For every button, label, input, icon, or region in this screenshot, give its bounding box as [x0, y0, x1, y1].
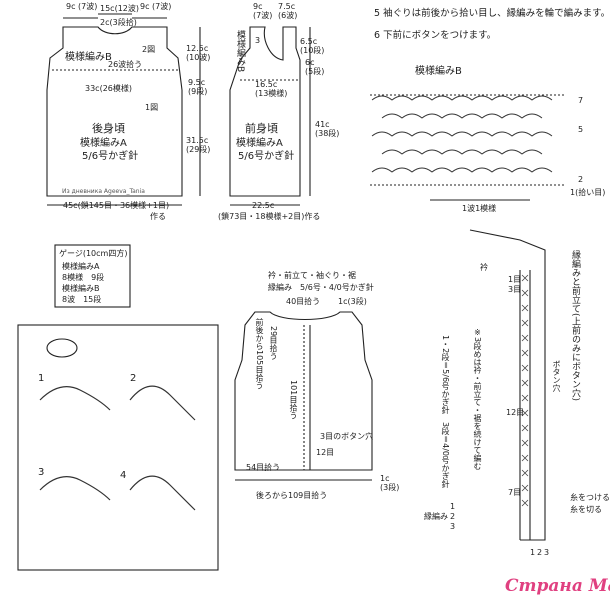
front-width-16-5: 16.5c (13模様)	[255, 80, 288, 98]
back-top-right: 9c (7波)	[140, 2, 172, 11]
edging-row-1: 1	[450, 502, 456, 511]
edging-note: ※3段めは衿・前立て・裾を続けて編む	[473, 328, 482, 471]
back-body-outline	[46, 26, 183, 197]
edging-hooks: 1・2段＝5/6号かぎ針 3段＝4/0号かぎ針	[441, 335, 450, 489]
edging-label-12: 12目	[506, 408, 525, 417]
gauge-row-2: 8模様 9段	[62, 273, 105, 282]
front-bottom: 22.5c	[252, 201, 275, 210]
back-top-left: 9c (7波)	[66, 2, 98, 11]
back-rows-26: 26波拾う	[108, 60, 143, 69]
gauge-box	[54, 244, 131, 308]
back-hook: 5/6号かぎ針	[82, 151, 139, 162]
front-mark-3: 3	[255, 36, 261, 45]
back-marker-1: 1図	[145, 103, 159, 112]
finger-sketches	[39, 385, 196, 511]
back-pattern-a: 模様編みA	[80, 138, 127, 149]
assembly-sleeve-left: 54目拾う	[246, 463, 281, 472]
back-side-12-5: 12.5c (10波)	[186, 44, 211, 62]
source-credit: Из дневника Ageeva_Tania	[62, 188, 145, 195]
edging-col-3: 3	[544, 548, 550, 557]
assembly-title-1: 衿・前立て・袖ぐり・裾	[268, 271, 356, 280]
finger-step-2: 2	[130, 373, 137, 384]
edging-buttonhole: ボタン穴	[552, 360, 561, 392]
pattern-b-row-7: 7	[578, 96, 584, 105]
pattern-b-row-5: 5	[578, 125, 584, 134]
edging-label-7: 7目	[508, 488, 522, 497]
front-pattern-b: 模様編みB	[235, 30, 245, 73]
watermark: Страна Мам	[505, 576, 610, 596]
edging-row-2: 2	[450, 512, 456, 521]
back-neck-pickup: 2c(3段拾)	[100, 18, 137, 27]
back-bottom-2: 作る	[150, 212, 166, 221]
edging-chart-outline	[469, 229, 546, 541]
pattern-b-row-1: 1(拾い目)	[570, 188, 606, 197]
front-top-right: 7.5c (6波)	[278, 2, 298, 20]
assembly-left-v2: 29目拾う	[269, 326, 278, 361]
front-right-6-5: 6.5c (10段)	[300, 37, 325, 55]
pattern-b-repeat: 1波1模様	[462, 204, 497, 213]
finger-step-1: 1	[38, 373, 45, 384]
finger-step-3: 3	[38, 467, 45, 478]
front-hook: 5/6号かぎ針	[238, 151, 295, 162]
edging-crosses	[521, 274, 529, 507]
front-side-41: 41c (38段)	[315, 120, 340, 138]
back-side-9-5: 9.5c (9段)	[188, 78, 208, 96]
front-title: 前身頃	[245, 122, 278, 135]
assembly-neck-pick: 40目拾う	[286, 297, 321, 306]
edging-col-2: 2	[537, 548, 543, 557]
assembly-neck-edge: 1c(3段)	[338, 297, 367, 306]
edging-border: 縁編み	[424, 512, 448, 521]
edging-title: 縁編みと前立て(上前のみにボタン穴)	[570, 250, 580, 402]
front-pattern-a: 模様編みA	[236, 138, 283, 149]
edging-collar-label: 衿	[480, 263, 488, 272]
gauge-row-1: 模様編みA	[62, 262, 100, 271]
front-bottom-2: (鎖73目・18模様+2目)作る	[218, 212, 321, 221]
edging-label-3: 3目	[508, 285, 522, 294]
back-marker-2: 2図	[142, 45, 156, 54]
gauge-title: ゲージ(10cm四方)	[59, 249, 128, 258]
finger-step-4: 4	[120, 470, 127, 481]
assembly-buttonhole: 3目のボタン穴	[320, 432, 374, 441]
assembly-left-v1: 前後から105目拾う	[255, 318, 264, 390]
edging-label-1: 1目	[508, 275, 522, 284]
back-pattern-b: 模様編みB	[65, 52, 112, 63]
back-top-center: 15c(12波)	[100, 4, 139, 13]
edging-thread-1: 糸をつける	[570, 493, 610, 502]
edging-row-3: 3	[450, 522, 456, 531]
instruction-5: 5 袖ぐりは前後から拾い目し、縁編みを輪で編みます。	[374, 8, 610, 19]
pattern-b-arcs	[371, 95, 553, 173]
back-bottom: 45c(鎖145目・36模様+1目)	[63, 201, 170, 210]
gauge-row-3: 模様編みB	[62, 284, 100, 293]
edging-col-1: 1	[530, 548, 536, 557]
assembly-bottom-edge: 1c (3段)	[380, 474, 400, 492]
finger-steps-box	[17, 324, 219, 571]
front-top-left: 9c (7波)	[253, 2, 273, 20]
gauge-row-4: 8波 15段	[62, 295, 102, 304]
assembly-right-12: 12目	[316, 448, 335, 457]
front-body-outline	[229, 26, 301, 197]
pattern-b-row-2: 2	[578, 175, 584, 184]
assembly-bottom-pick: 後ろから109目拾う	[256, 491, 328, 500]
back-title: 後身頃	[92, 122, 125, 135]
front-right-6: 6c (5段)	[305, 58, 325, 76]
back-width-33: 33c(26模様)	[85, 84, 132, 93]
back-side-31-5: 31.5c (29段)	[186, 136, 211, 154]
edging-thread-2: 糸を切る	[570, 505, 602, 514]
instruction-6: 6 下前にボタンをつけます。	[374, 30, 497, 41]
assembly-center-v: 101目拾う	[289, 380, 298, 420]
assembly-outline	[234, 311, 373, 471]
assembly-title-2: 縁編み 5/6号・4/0号かぎ針	[268, 283, 374, 292]
pattern-b-title: 模様編みB	[415, 66, 462, 77]
